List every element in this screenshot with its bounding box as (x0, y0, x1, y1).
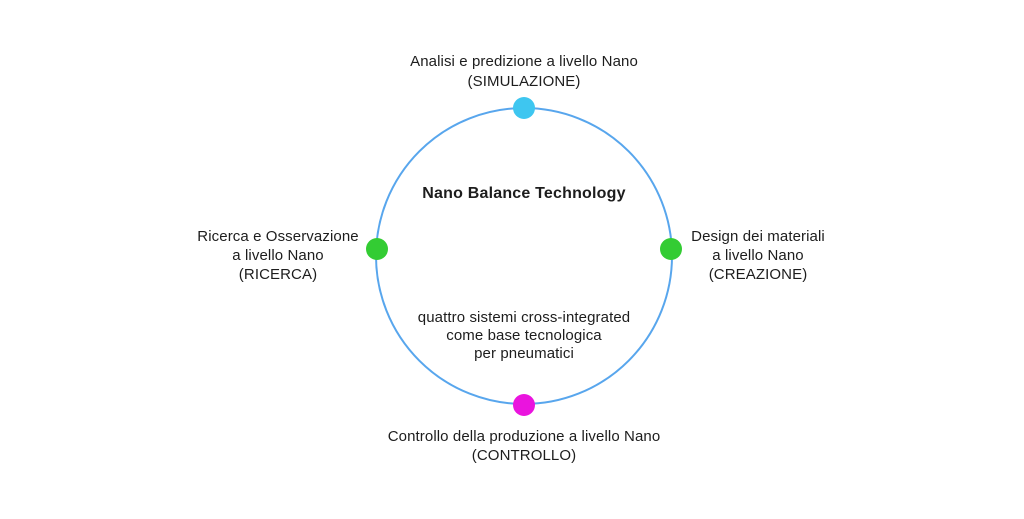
description-line: come base tecnologica (446, 327, 602, 344)
label-line: a livello Nano (232, 247, 324, 264)
label-line: Controllo della produzione a livello Nan… (387, 428, 661, 445)
node-label-simulation: Analisi e predizione a livello Nano (SIM… (410, 52, 638, 92)
simulation-dot (513, 97, 535, 119)
label-line: (CREAZIONE) (708, 266, 808, 283)
label-line: Analisi e predizione a livello Nano (410, 53, 638, 70)
label-line: a livello Nano (712, 247, 804, 264)
label-line: (SIMULAZIONE) (467, 73, 581, 90)
control-dot (513, 394, 535, 416)
creation-dot (660, 238, 682, 260)
node-label-research: Ricerca e Osservazione a livello Nano (R… (197, 227, 358, 284)
description-line: quattro sistemi cross-integrated (417, 309, 631, 326)
label-line: (RICERCA) (238, 266, 318, 283)
label-line: Ricerca e Osservazione (197, 228, 359, 245)
node-label-control: Controllo della produzione a livello Nan… (388, 427, 661, 465)
label-line: Design dei materiali (691, 228, 825, 245)
diagram-title: Nano Balance Technology (422, 185, 626, 202)
diagram-description: quattro sistemi cross-integrated come ba… (418, 309, 630, 363)
label-line: (CONTROLLO) (471, 447, 577, 464)
research-dot (366, 238, 388, 260)
description-line: per pneumatici (474, 345, 574, 362)
node-label-creation: Design dei materiali a livello Nano (CRE… (691, 227, 825, 284)
